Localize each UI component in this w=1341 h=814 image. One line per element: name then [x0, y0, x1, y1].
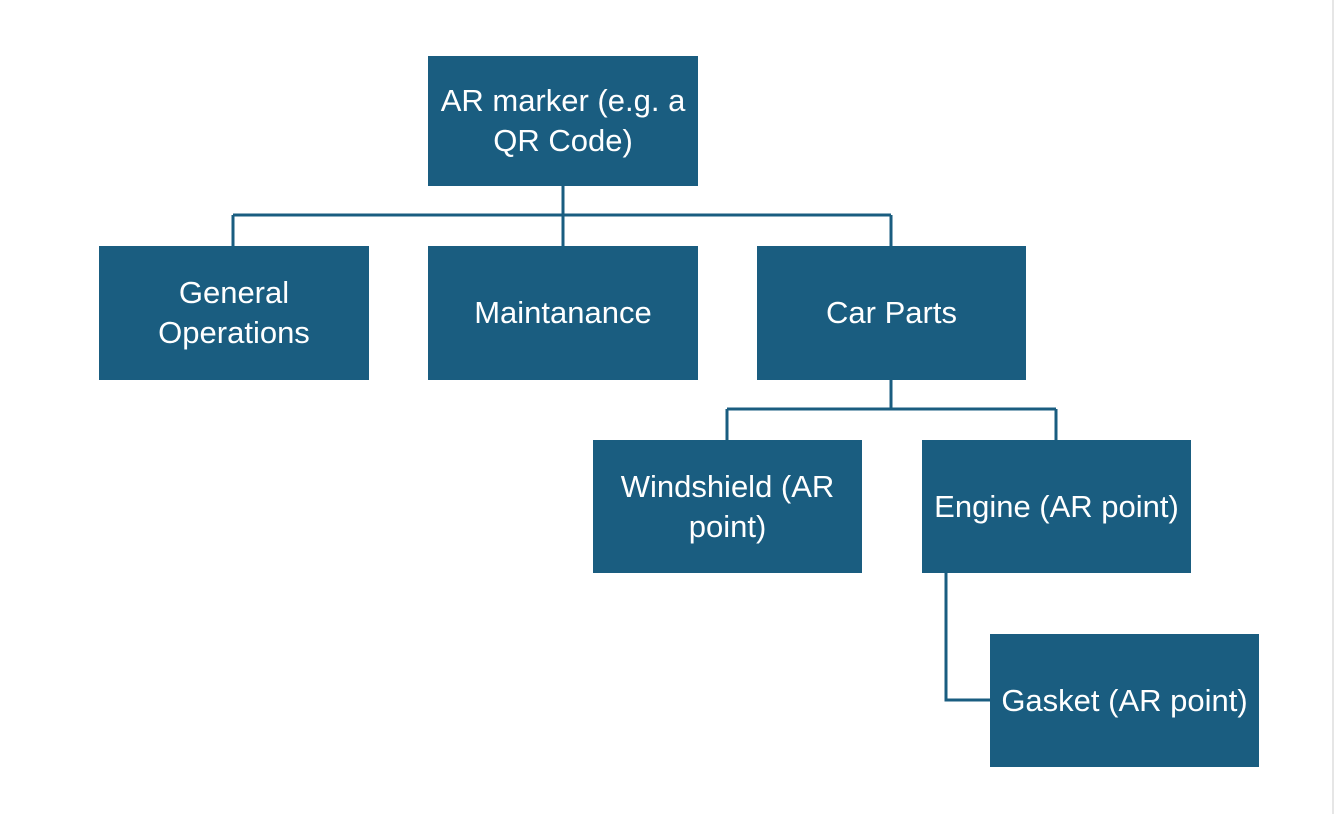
- node-car-parts-label: Car Parts: [826, 295, 957, 330]
- node-engine-label: Engine (AR point): [934, 488, 1179, 524]
- node-engine: Engine (AR point): [922, 440, 1191, 573]
- node-car-parts: Car Parts: [757, 246, 1026, 380]
- node-gasket-label: Gasket (AR point): [1001, 682, 1248, 718]
- node-gasket: Gasket (AR point): [990, 634, 1259, 767]
- page-edge-divider: [1332, 0, 1334, 814]
- node-maintanance-label: Maintanance: [474, 295, 652, 330]
- node-windshield: Windshield (AR point): [593, 440, 862, 573]
- node-general-operations: General Operations: [99, 246, 369, 380]
- node-windshield-label: Windshield (AR point): [620, 468, 835, 544]
- node-root: AR marker (e.g. a QR Code): [428, 56, 698, 186]
- connector-engine-to-gasket: [944, 573, 990, 702]
- node-general-operations-label: General Operations: [158, 275, 310, 350]
- node-root-label: AR marker (e.g. a QR Code): [440, 83, 686, 158]
- node-maintanance: Maintanance: [428, 246, 698, 380]
